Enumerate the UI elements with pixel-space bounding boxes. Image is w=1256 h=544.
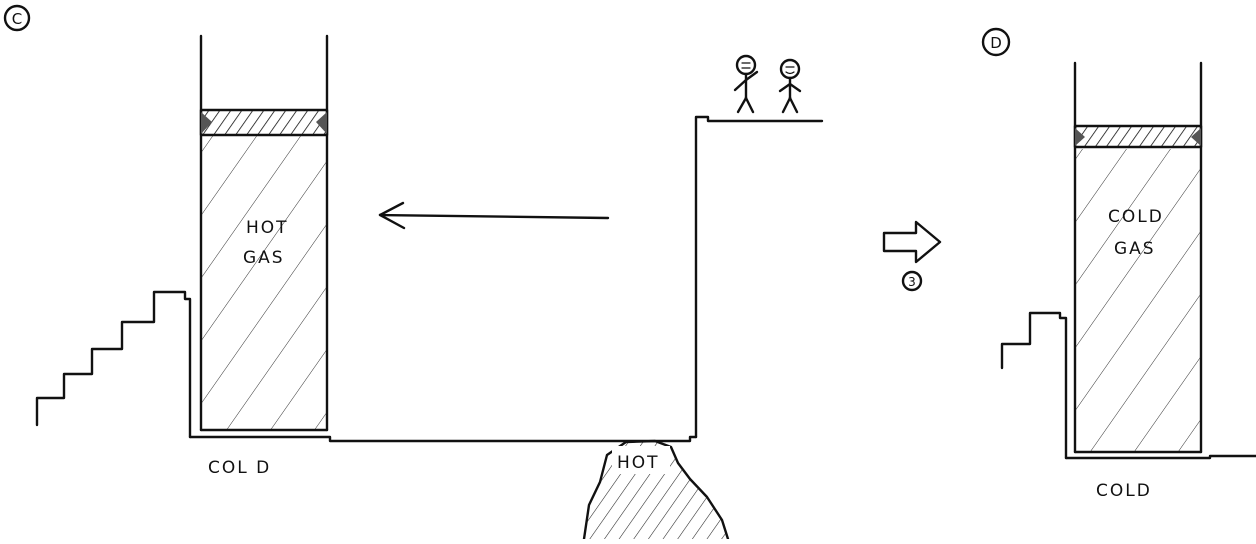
panel-d-marker: D (981, 27, 1011, 57)
stick-figure-2 (778, 58, 802, 114)
transition: 3 (882, 220, 942, 292)
svg-text:3: 3 (908, 275, 916, 289)
gas-label-line1: HOT (246, 218, 289, 238)
cylinder-c: HOT GAS (199, 34, 329, 432)
gas-label-line1: COLD (1108, 207, 1164, 227)
hot-gas-region (202, 136, 326, 429)
right-arrow-icon (882, 220, 942, 264)
piston-c (199, 108, 329, 137)
stick-figure-1 (733, 54, 759, 114)
cylinder-d: COLD GAS (1073, 61, 1203, 454)
gas-label-line2: GAS (1114, 239, 1156, 259)
svg-text:C: C (12, 10, 22, 28)
right-ledge (694, 115, 824, 439)
panel-d: D COLD GAS COLD (981, 27, 1256, 501)
gas-label-line2: GAS (243, 248, 285, 268)
base-label-d: COLD (1096, 481, 1152, 501)
panel-c: C HOT GAS (3, 4, 824, 541)
arrow-left (378, 201, 610, 230)
base-line (188, 435, 698, 443)
svg-text:D: D (990, 34, 1002, 52)
staircase-d (1000, 311, 1068, 460)
piston-d (1073, 124, 1203, 149)
staircase (35, 290, 192, 439)
base-label: COL D (208, 458, 271, 478)
step-number-badge: 3 (901, 270, 923, 292)
rock-label: HOT (617, 453, 660, 473)
panel-c-marker: C (3, 4, 31, 32)
base-line-d (1064, 454, 1256, 460)
hot-rock: HOT (582, 439, 730, 541)
cold-gas-region (1076, 149, 1200, 451)
